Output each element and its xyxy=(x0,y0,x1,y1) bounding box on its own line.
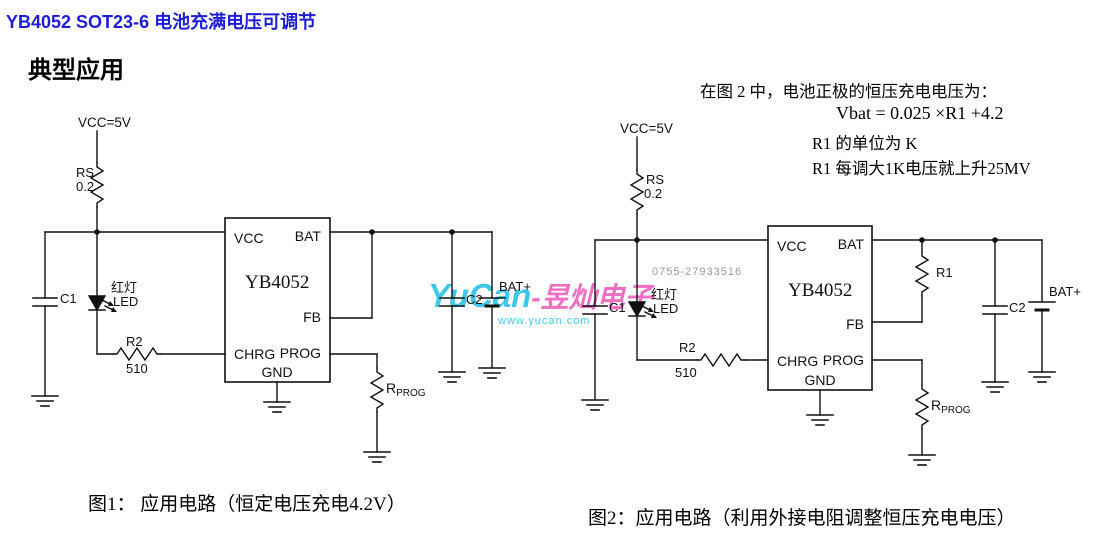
circuit1-capacitor-c1 xyxy=(32,297,58,307)
circuit2-rprog-label: RPROG xyxy=(931,397,971,416)
circuit1-c1-label: C1 xyxy=(60,291,77,306)
figure1-caption: 图1： 应用电路（恒定电压充电4.2V） xyxy=(88,494,406,515)
circuit2-ic-body xyxy=(767,225,873,391)
circuit2-resistor-r2 xyxy=(696,353,746,367)
circuit1-pin-gnd: GND xyxy=(261,364,292,380)
circuit2-pin-fb: FB xyxy=(846,316,864,332)
circuit2-rs-value: 0.2 xyxy=(644,186,662,201)
circuit2-capacitor-c1 xyxy=(582,305,608,315)
circuit2-led-icon xyxy=(627,301,647,318)
watermark-brand-en: YuCan xyxy=(428,277,532,314)
circuit2-ground-battery xyxy=(1028,371,1056,383)
circuit2-c2-label: C2 xyxy=(1009,300,1026,315)
circuit2-led-label-cn: 红灯 xyxy=(651,287,677,302)
watermark-url: www.yucan.com xyxy=(498,315,591,327)
circuit2-figure: VCC=5V RS 0.2 C1 红灯 LED R2 510 VCC BAT Y… xyxy=(581,121,1081,466)
circuit2-bat-plus-label: BAT+ xyxy=(1049,284,1081,299)
circuit2-ic-name: YB4052 xyxy=(788,280,852,301)
circuit1-c2-label: C2 xyxy=(466,292,483,307)
circuit2-ground-c1 xyxy=(581,399,609,411)
circuit2-wires xyxy=(581,136,1057,466)
circuit2-resistor-r1 xyxy=(915,251,929,297)
circuit1-wires xyxy=(31,130,507,463)
watermark-phone: 0755-27933516 xyxy=(652,266,743,278)
circuit1-bat-plus-label: BAT+ xyxy=(499,279,531,294)
circuit1-ground-c1 xyxy=(31,395,59,407)
note-line-1: 在图 2 中，电池正极的恒压充电电压为： xyxy=(700,82,997,101)
circuit2-c1-label: C1 xyxy=(609,300,626,315)
circuit1-labels: VCC=5V RS 0.2 C1 红灯 LED R2 510 VCC BAT Y… xyxy=(60,115,531,399)
circuit2-pin-chrg: CHRG xyxy=(777,353,818,369)
circuit1-ic-body xyxy=(224,217,331,383)
circuit1-pin-vcc: VCC xyxy=(234,230,264,246)
circuit2-r1-label: R1 xyxy=(936,265,953,280)
circuit1-capacitor-c2 xyxy=(439,297,465,307)
circuit1-figure: VCC=5V RS 0.2 C1 红灯 LED R2 510 VCC BAT Y… xyxy=(31,115,531,463)
watermark-brand: YuCan-昱灿电子 xyxy=(428,276,653,316)
circuit2-ground-ic xyxy=(806,414,834,426)
circuit1-ic-name: YB4052 xyxy=(245,272,309,293)
section-heading: 典型应用 xyxy=(28,57,124,84)
circuit2-pin-vcc: VCC xyxy=(777,238,807,254)
circuit2-led-label-en: LED xyxy=(653,301,678,316)
circuit1-ground-rprog xyxy=(363,451,391,463)
circuit1-ground-battery xyxy=(478,367,506,379)
circuit1-led-label-en: LED xyxy=(113,294,138,309)
note-line-4: R1 每调大1K电压就上升25MV xyxy=(812,159,1031,178)
circuit1-rs-label: RS xyxy=(76,165,94,180)
circuit2-ground-rprog xyxy=(908,454,936,466)
circuit1-ground-c2 xyxy=(438,371,466,383)
circuit1-resistor-rprog xyxy=(370,367,384,413)
circuit1-rprog-label: RPROG xyxy=(386,380,426,399)
figure2-caption: 图2：应用电路（利用外接电阻调整恒压充电电压） xyxy=(588,508,1016,529)
circuit1-battery-icon xyxy=(477,296,507,308)
circuit2-r2-value: 510 xyxy=(675,365,697,380)
circuit1-ground-ic xyxy=(263,401,291,413)
circuit2-r2-label: R2 xyxy=(679,340,696,355)
circuit2-ground-c2 xyxy=(981,381,1009,393)
circuit1-vcc-label: VCC=5V xyxy=(78,115,131,130)
doc-title: YB4052 SOT23-6 电池充满电压可调节 xyxy=(6,12,317,32)
circuit2-pin-gnd: GND xyxy=(804,372,835,388)
circuit1-pin-chrg: CHRG xyxy=(234,346,275,362)
circuit1-pin-prog: PROG xyxy=(280,345,321,361)
circuit2-vcc-label: VCC=5V xyxy=(620,121,673,136)
circuit1-pin-fb: FB xyxy=(303,309,321,325)
circuit1-r2-value: 510 xyxy=(126,361,148,376)
circuit2-labels: VCC=5V RS 0.2 C1 红灯 LED R2 510 VCC BAT Y… xyxy=(609,121,1081,416)
circuit1-r2-label: R2 xyxy=(126,334,143,349)
note-line-3: R1 的单位为 K xyxy=(812,134,918,153)
circuit2-resistor-rs xyxy=(630,169,644,215)
circuit1-pin-bat: BAT xyxy=(295,228,322,244)
circuit2-battery-icon xyxy=(1027,300,1057,312)
circuit2-rs-label: RS xyxy=(646,172,664,187)
circuit1-led-label-cn: 红灯 xyxy=(111,280,137,295)
circuit2-pin-prog: PROG xyxy=(823,352,864,368)
note-formula: Vbat = 0.025 ×R1 +4.2 xyxy=(836,103,1004,123)
circuit1-resistor-r2 xyxy=(112,347,162,361)
circuit1-rs-value: 0.2 xyxy=(76,179,94,194)
circuit1-junctions xyxy=(94,229,455,235)
circuit2-resistor-rprog xyxy=(915,384,929,430)
circuit2-capacitor-c2 xyxy=(982,305,1008,315)
circuit2-junctions xyxy=(634,237,998,243)
circuit1-led-icon xyxy=(87,295,107,312)
circuit2-pin-bat: BAT xyxy=(838,236,865,252)
